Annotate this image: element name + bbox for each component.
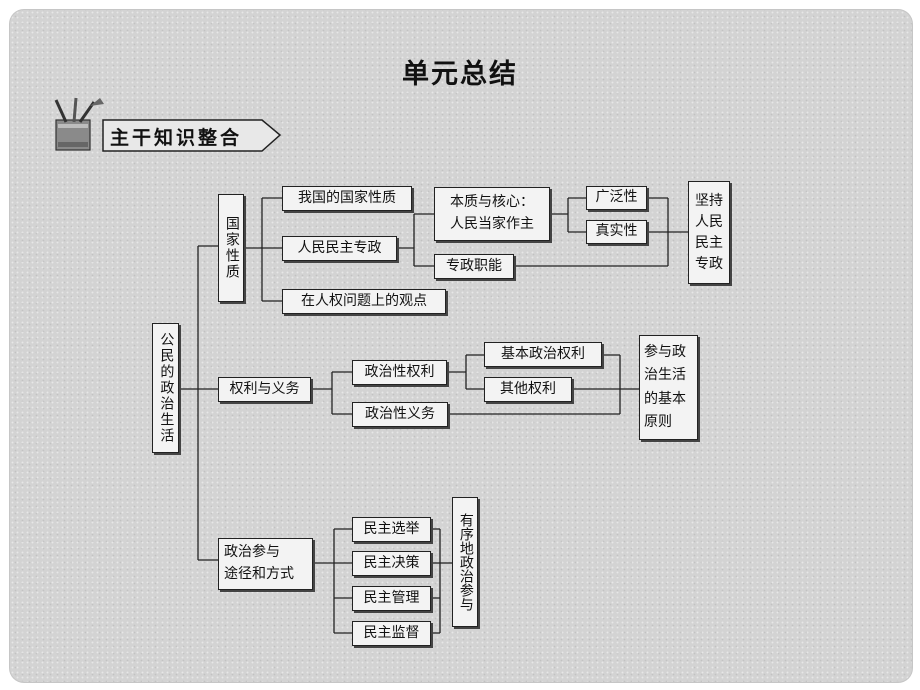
principle-line-3: 的基本 <box>644 390 686 407</box>
nature-item-dictatorship: 人民民主专政 <box>282 236 397 261</box>
function-box: 专政职能 <box>434 254 514 279</box>
page-title: 单元总结 <box>402 59 518 90</box>
other-rights-box: 其他权利 <box>484 377 572 402</box>
principle-line-2: 治生活 <box>644 367 686 384</box>
principle-box: 参与政 治生活 的基本 原则 <box>639 335 698 440</box>
essence-box: 本质与核心： 人民当家作主 <box>434 187 550 241</box>
essence-line-1: 本质与核心： <box>450 194 534 211</box>
election-box: 民主选举 <box>352 517 431 542</box>
supervision-box: 民主监督 <box>352 621 431 646</box>
rights-box: 权利与义务 <box>218 377 311 402</box>
decision-box: 民主决策 <box>352 551 431 576</box>
political-duties-box: 政治性义务 <box>352 402 448 427</box>
nature-box: 国家性质 <box>218 194 244 302</box>
nature-item-state-nature: 我国的国家性质 <box>282 186 412 211</box>
participation-line-2: 途径和方式 <box>224 566 294 582</box>
basic-rights-box: 基本政治权利 <box>484 342 602 367</box>
participation-line-1: 政治参与 <box>224 544 280 561</box>
participation-box: 政治参与 途径和方式 <box>218 538 313 590</box>
real-box: 真实性 <box>586 220 647 244</box>
essence-line-2: 人民当家作主 <box>450 216 534 232</box>
section-banner-label: 主干知识整合 <box>110 127 243 149</box>
principle-line-4: 原则 <box>644 413 672 430</box>
principle-line-1: 参与政 <box>644 344 686 361</box>
root-box: 公民的政治生活 <box>152 323 179 453</box>
management-box: 民主管理 <box>352 586 431 611</box>
section-banner: 主干知识整合 <box>102 119 282 152</box>
political-rights-box: 政治性权利 <box>352 360 447 385</box>
orderly-box: 有序地政治参与 <box>452 497 478 627</box>
pencil-cup-icon <box>46 96 108 156</box>
broad-box: 广泛性 <box>586 186 647 210</box>
nature-item-human-rights: 在人权问题上的观点 <box>282 289 446 314</box>
uphold-box: 坚持人民民主专政 <box>688 181 730 284</box>
